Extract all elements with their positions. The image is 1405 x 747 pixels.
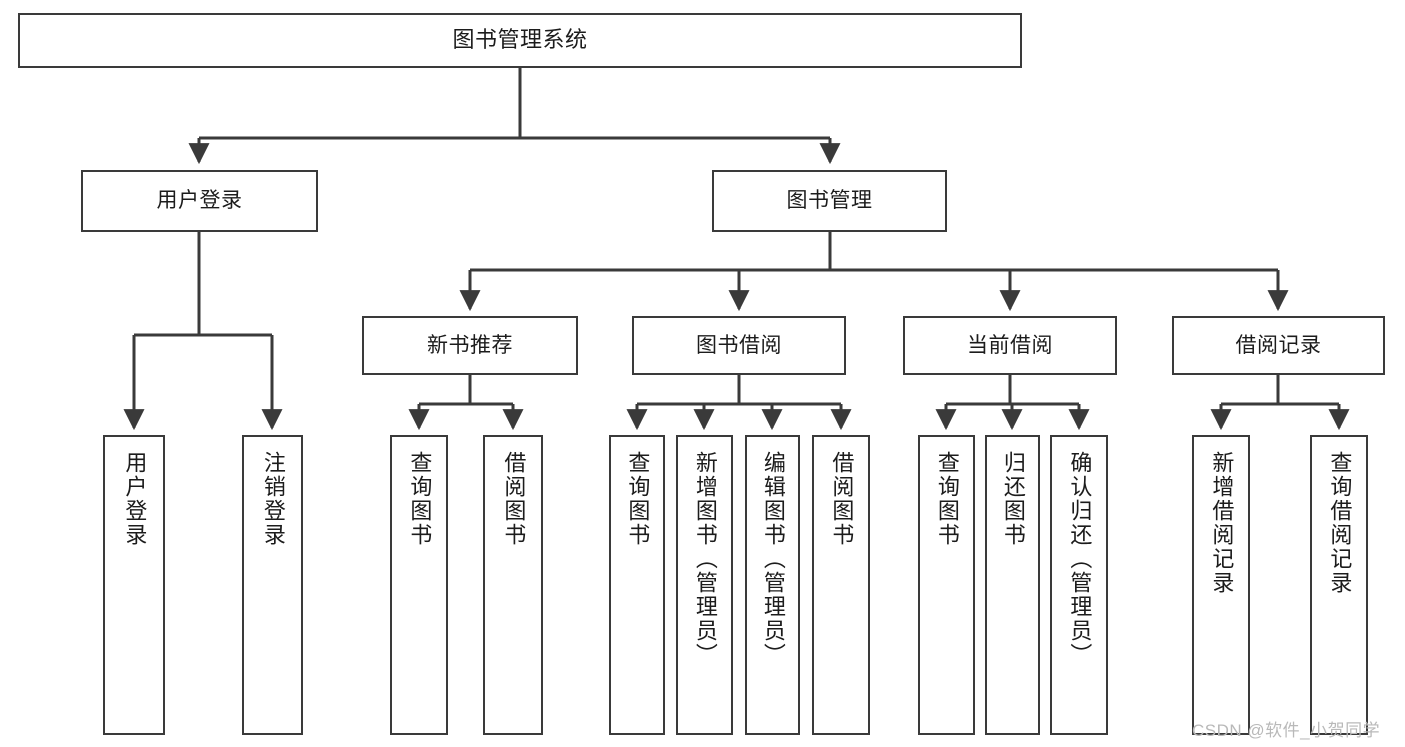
leaf-query-record-label: 查询借阅记录 xyxy=(1327,451,1353,595)
node-book-borrow-label: 图书借阅 xyxy=(696,333,782,357)
leaf-query-book-1-label: 查询图书 xyxy=(407,451,433,547)
leaf-query-record[interactable]: 查询借阅记录 xyxy=(1310,435,1368,735)
leaf-logout[interactable]: 注销登录 xyxy=(242,435,303,735)
leaf-query-book-3[interactable]: 查询图书 xyxy=(918,435,975,735)
leaf-add-record-label: 新增借阅记录 xyxy=(1209,451,1235,595)
leaf-add-record[interactable]: 新增借阅记录 xyxy=(1192,435,1250,735)
leaf-return-book[interactable]: 归还图书 xyxy=(985,435,1040,735)
leaf-query-book-1[interactable]: 查询图书 xyxy=(390,435,448,735)
leaf-confirm-return[interactable]: 确认归还（管理员） xyxy=(1050,435,1108,735)
node-root[interactable]: 图书管理系统 xyxy=(18,13,1022,68)
leaf-borrow-book-2[interactable]: 借阅图书 xyxy=(812,435,870,735)
node-current-borrow[interactable]: 当前借阅 xyxy=(903,316,1117,375)
leaf-query-book-2-label: 查询图书 xyxy=(625,451,651,547)
node-current-borrow-label: 当前借阅 xyxy=(967,333,1053,357)
node-borrow-record-label: 借阅记录 xyxy=(1235,333,1322,357)
leaf-query-book-2[interactable]: 查询图书 xyxy=(609,435,665,735)
leaf-user-login[interactable]: 用户登录 xyxy=(103,435,165,735)
leaf-borrow-book-1[interactable]: 借阅图书 xyxy=(483,435,543,735)
leaf-confirm-return-label: 确认归还（管理员） xyxy=(1067,451,1093,667)
node-new-book-rec-label: 新书推荐 xyxy=(427,333,513,357)
node-new-book-rec[interactable]: 新书推荐 xyxy=(362,316,578,375)
node-book-manage[interactable]: 图书管理 xyxy=(712,170,947,232)
leaf-edit-book[interactable]: 编辑图书（管理员） xyxy=(745,435,800,735)
node-book-manage-label: 图书管理 xyxy=(786,189,873,213)
leaf-return-book-label: 归还图书 xyxy=(1000,451,1026,547)
leaf-add-book-label: 新增图书（管理员） xyxy=(692,451,718,667)
leaf-edit-book-label: 编辑图书（管理员） xyxy=(760,451,786,667)
node-borrow-record[interactable]: 借阅记录 xyxy=(1172,316,1385,375)
node-book-borrow[interactable]: 图书借阅 xyxy=(632,316,846,375)
leaf-add-book[interactable]: 新增图书（管理员） xyxy=(676,435,733,735)
leaf-logout-label: 注销登录 xyxy=(260,451,286,547)
csdn-watermark: CSDN @软件_小贺同学 xyxy=(1192,721,1381,740)
leaf-user-login-label: 用户登录 xyxy=(122,451,148,547)
node-root-label: 图书管理系统 xyxy=(452,27,588,53)
leaf-query-book-3-label: 查询图书 xyxy=(934,451,960,547)
node-user-login[interactable]: 用户登录 xyxy=(81,170,318,232)
node-user-login-label: 用户登录 xyxy=(156,189,243,213)
leaf-borrow-book-2-label: 借阅图书 xyxy=(829,451,855,547)
leaf-borrow-book-1-label: 借阅图书 xyxy=(501,451,527,547)
